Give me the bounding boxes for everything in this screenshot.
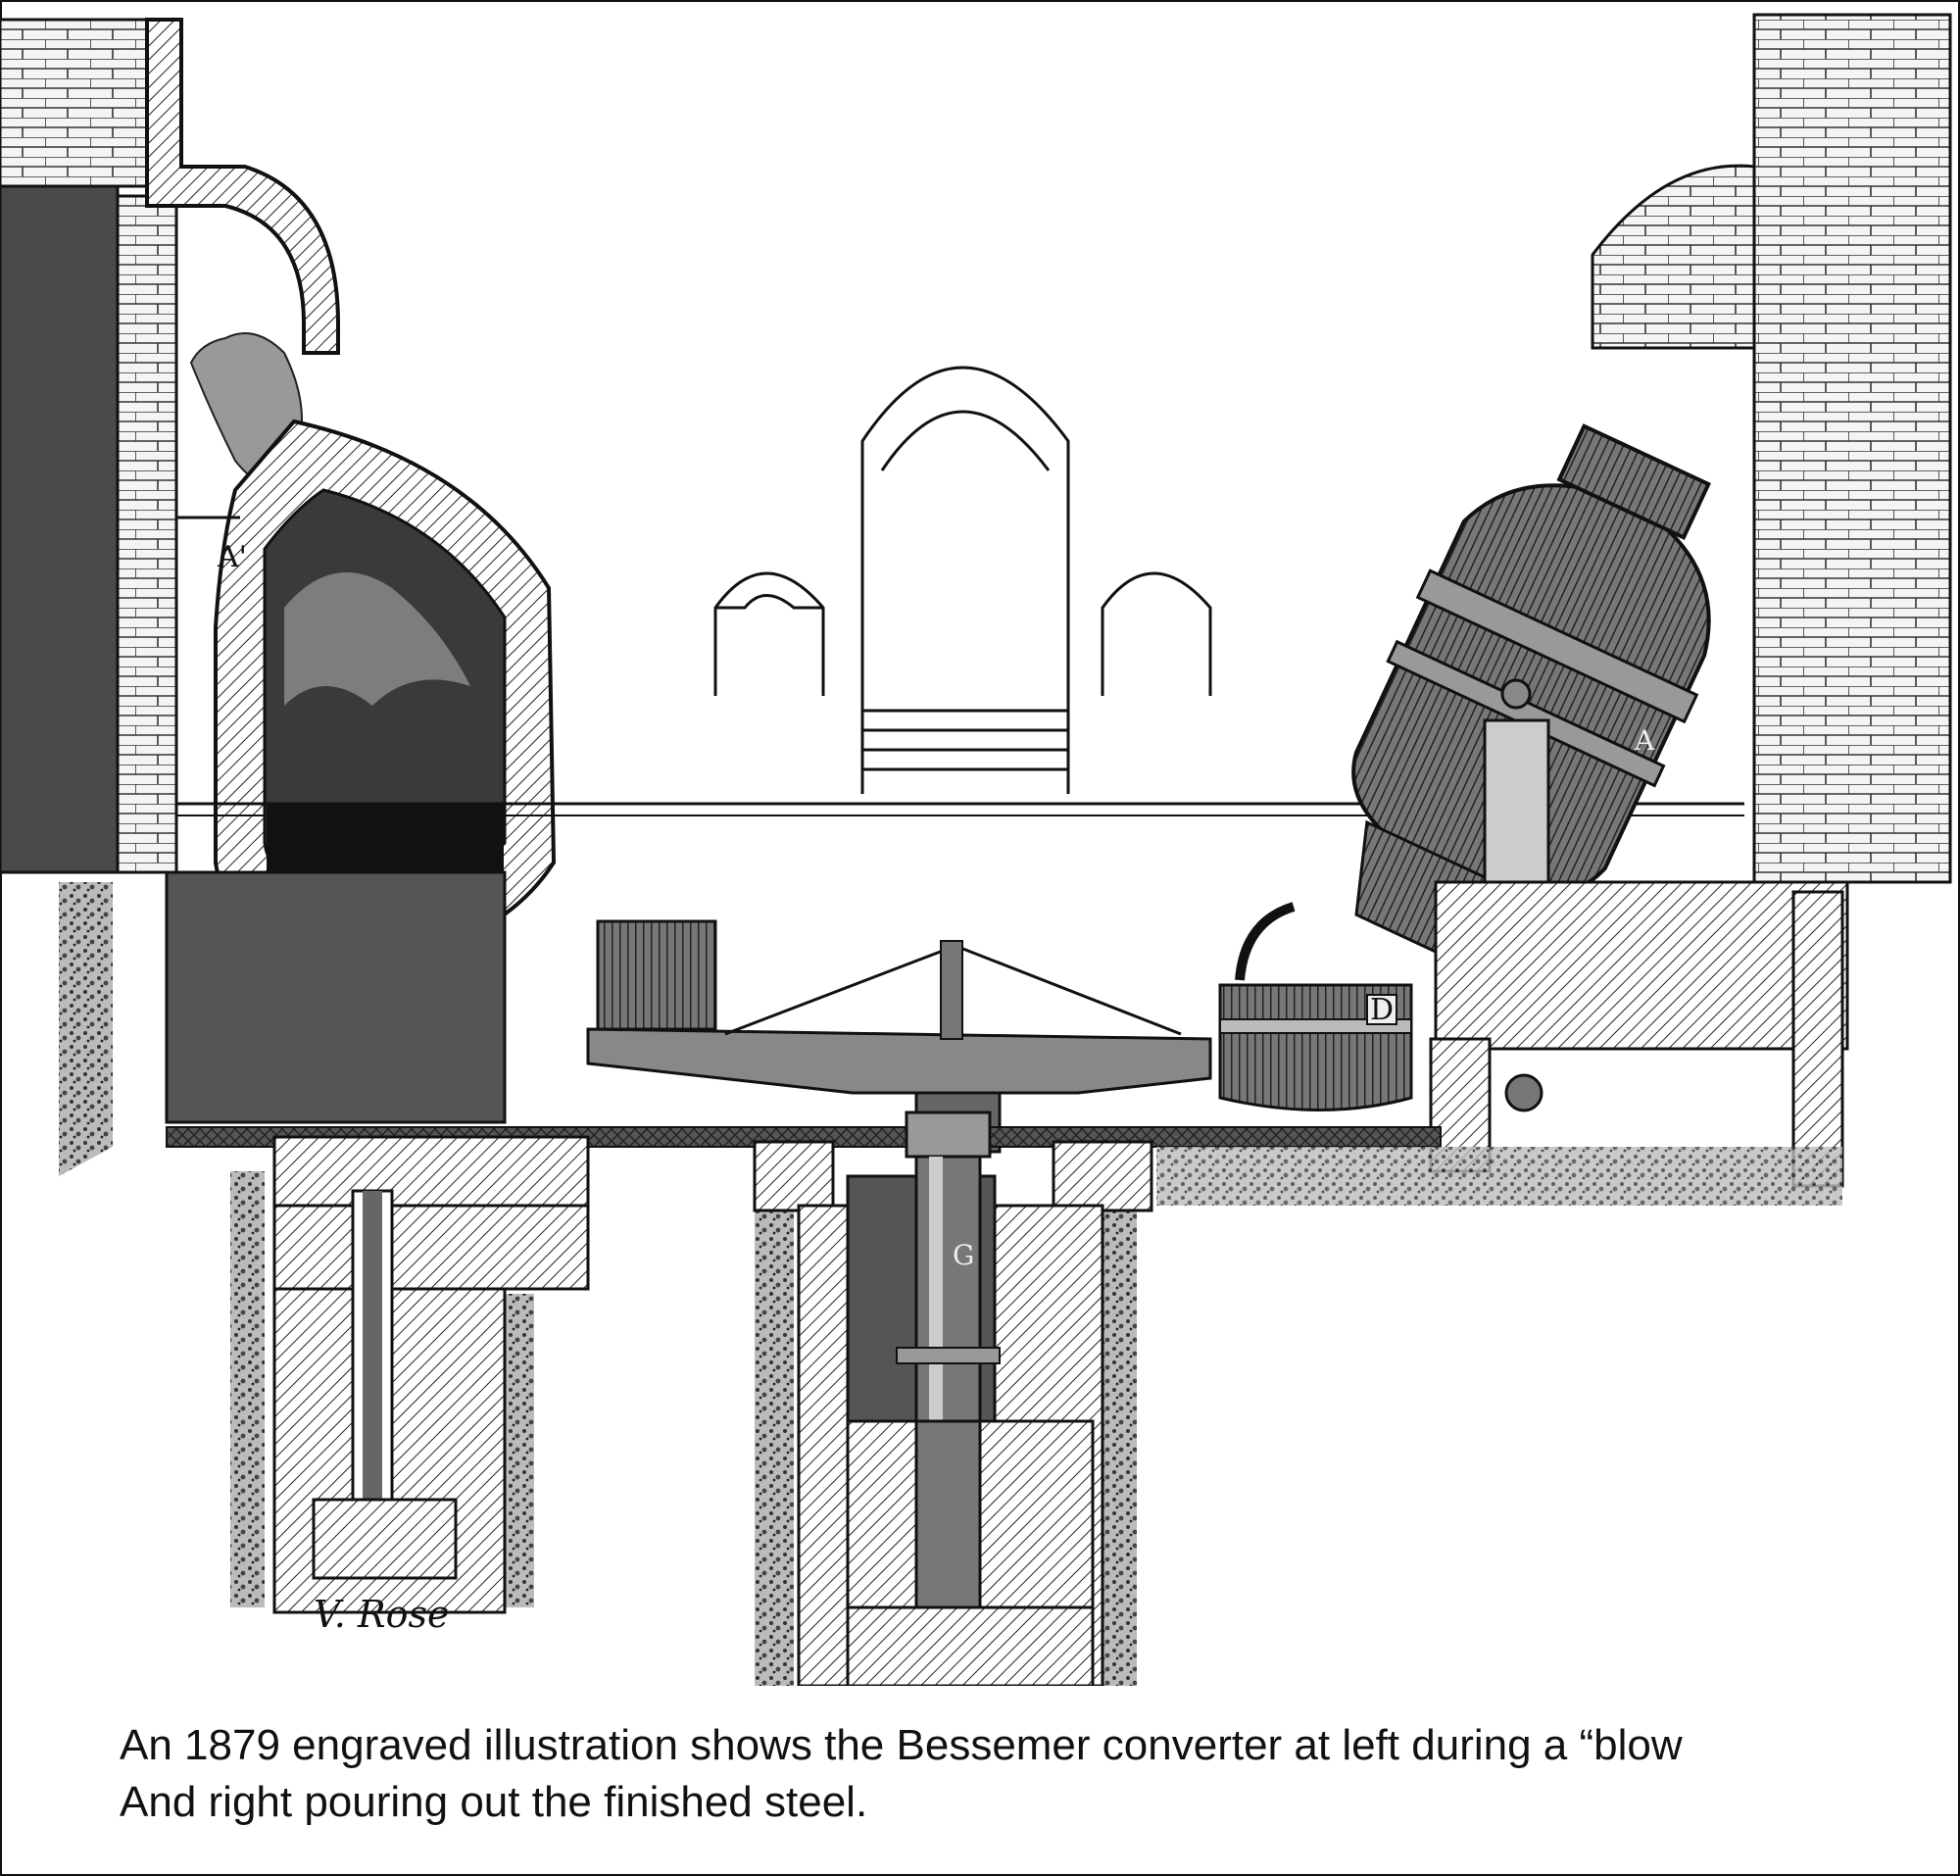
left-foundation <box>165 870 507 1124</box>
right-arch <box>1591 164 1756 350</box>
gear-wheel <box>1504 1073 1544 1112</box>
trunnion-pedestal <box>1483 718 1550 894</box>
window-left <box>713 571 825 696</box>
label-converter-right: A <box>1634 724 1655 757</box>
label-plunger: G <box>953 1239 974 1271</box>
ground-soil-right <box>1156 1147 1842 1206</box>
engraver-signature: V. Rose <box>314 1593 449 1636</box>
counterweight-box <box>596 919 717 1031</box>
ground-soil-left <box>59 882 113 1176</box>
caption: An 1879 engraved illustration shows the … <box>120 1717 1903 1831</box>
left-top-brick <box>0 18 149 188</box>
pouring-spout <box>1235 902 1296 981</box>
converter-hood <box>145 18 340 355</box>
left-brick-wall <box>116 194 178 874</box>
trunnion-knob <box>1500 678 1532 710</box>
bessemer-engraving: A' K A D <box>0 13 1952 1686</box>
ladle-ring-gear <box>1218 983 1413 1111</box>
doorway-arch <box>880 410 1051 471</box>
left-dark-wall <box>0 184 120 874</box>
label-ring-gear: D <box>1370 993 1394 1027</box>
window-right <box>1101 571 1212 696</box>
left-hydraulic-pit <box>272 1135 590 1614</box>
central-crane-pit <box>753 1111 1153 1686</box>
right-converter <box>1351 423 1711 975</box>
doorway <box>860 366 1070 794</box>
pedestal-base <box>1434 880 1849 1051</box>
right-brick-wall <box>1752 13 1952 884</box>
caption-line-2: And right pouring out the finished steel… <box>120 1778 868 1826</box>
caption-line-1: An 1879 engraved illustration shows the … <box>120 1721 1683 1769</box>
label-converter-left: A' <box>217 540 247 574</box>
